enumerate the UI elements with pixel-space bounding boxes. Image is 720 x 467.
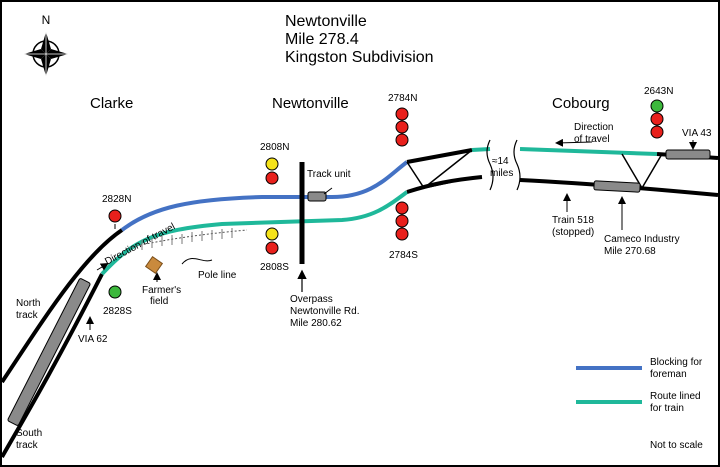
signal-2828N (108, 209, 122, 229)
crossover-diamond (406, 149, 473, 190)
farmers-field-label-2: field (150, 296, 168, 307)
legend-route-label-1: Route lined (650, 391, 701, 402)
legend-blocking-label-2: foreman (650, 369, 687, 380)
signal-2784S-label: 2784S (389, 250, 418, 261)
south-track-crossover (406, 175, 483, 194)
pole-ticks (141, 228, 233, 250)
direction-of-travel-west: Direction of travel (103, 221, 177, 267)
farmers-field-icon (144, 255, 164, 275)
overpass-label-3: Mile 280.62 (290, 318, 342, 329)
pole-line-leader (181, 258, 213, 265)
cobourg-crossover (621, 153, 663, 190)
pole-line (131, 229, 248, 248)
compass-rose-icon (24, 32, 68, 76)
signal-2643N-label: 2643N (644, 86, 673, 97)
south-track-west (2, 273, 104, 458)
signal-2643N (650, 99, 664, 139)
signal-2808S-label: 2808S (260, 262, 289, 273)
farmers-field-label-1: Farmer's (142, 285, 181, 296)
direction-arrow-west (96, 262, 109, 271)
signal-2828S (108, 285, 122, 299)
direction-east-label-1: Direction (574, 122, 613, 133)
direction-east-arrow (555, 138, 593, 147)
north-track-route-cobourg (519, 147, 658, 156)
north-track-label-2: track (16, 310, 39, 321)
gap-label-2: miles (490, 168, 513, 179)
cameco-label-2: Mile 270.68 (604, 246, 656, 257)
cameco-label-1: Cameco Industry (604, 234, 680, 245)
signal-2784N-label: 2784N (388, 93, 417, 104)
train518 (593, 180, 641, 193)
train518-label-1: Train 518 (552, 215, 594, 226)
south-track-route (100, 190, 409, 276)
legend-route-label-2: for train (650, 403, 684, 414)
south-track-label-1: South (16, 428, 42, 439)
via62-label: VIA 62 (78, 334, 108, 345)
pole-line-label: Pole line (198, 270, 237, 281)
title-line-3: Kingston Subdivision (285, 49, 434, 66)
place-cobourg: Cobourg (552, 95, 610, 112)
legend-blocking-label-1: Blocking for (650, 357, 703, 368)
signal-2784N (395, 107, 409, 147)
south-track-label-2: track (16, 440, 39, 451)
north-track-label-1: North (16, 298, 40, 309)
track-unit-pointer (323, 187, 333, 195)
via43-label: VIA 43 (682, 128, 712, 139)
north-track-west (2, 228, 124, 384)
via43-train (665, 149, 711, 160)
break-mark-left (486, 139, 494, 191)
title-line-1: Newtonville (285, 13, 367, 30)
not-to-scale-label: Not to scale (650, 440, 703, 451)
signal-2808N (265, 157, 279, 185)
overpass-label-2: Newtonville Rd. (290, 306, 359, 317)
signal-2828N-label: 2828N (102, 194, 131, 205)
signal-2808N-label: 2808N (260, 142, 289, 153)
signal-2784S (395, 201, 409, 241)
north-track-blocking (120, 160, 409, 232)
signal-2828S-label: 2828S (103, 306, 132, 317)
overpass-label-1: Overpass (290, 294, 333, 305)
direction-east-label-2: of travel (574, 134, 610, 145)
signal-2808S (265, 227, 279, 255)
place-newtonville: Newtonville (272, 95, 349, 112)
gap-label-1: ≈14 (492, 156, 509, 167)
break-mark-right (513, 139, 521, 191)
track-unit (307, 191, 327, 202)
place-clarke: Clarke (90, 95, 133, 112)
compass-north-label: N (42, 13, 51, 27)
north-track-crossover (406, 148, 473, 164)
track-unit-label: Track unit (307, 169, 351, 180)
train518-label-2: (stopped) (552, 227, 594, 238)
via62-train (7, 278, 91, 426)
title-line-2: Mile 278.4 (285, 31, 359, 48)
